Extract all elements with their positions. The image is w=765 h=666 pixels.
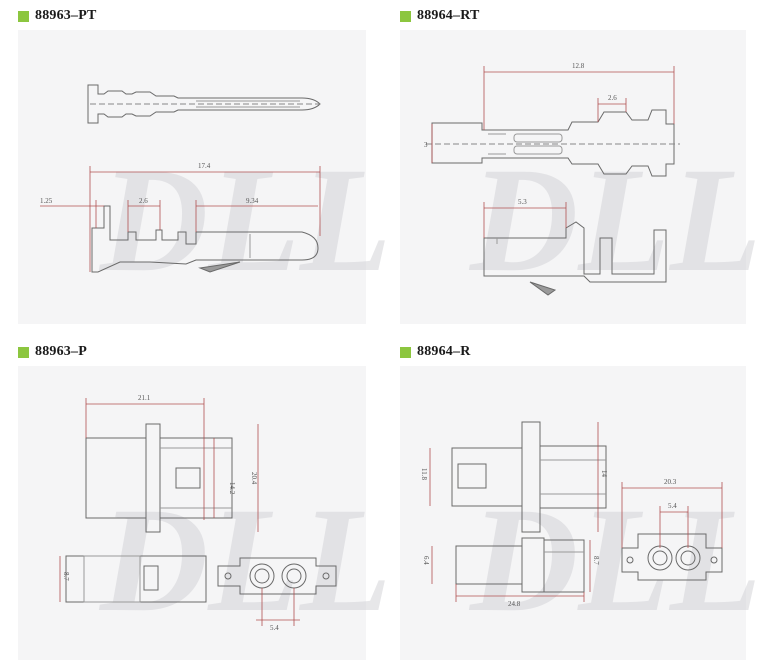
dim-label: 2.6: [139, 197, 148, 205]
bullet-icon: [400, 346, 411, 358]
receptacle-housing-side-view: [455, 537, 585, 593]
dim-label: 8.7: [62, 572, 70, 581]
dim-label: 2.6: [608, 94, 617, 102]
dim-label: 8.7: [592, 556, 600, 565]
part-number-label: 88963–PT: [35, 8, 97, 23]
socket-side-view: [483, 221, 667, 296]
plug-housing-top-view: [85, 423, 233, 533]
panel-title-88963-pt: 88963–PT: [18, 8, 97, 24]
dim-label: 11.8: [420, 468, 428, 480]
part-number-label: 88964–RT: [417, 8, 480, 23]
dim-label: 14: [600, 470, 608, 478]
dim-label: 6.4: [422, 556, 430, 565]
dim-label: 12.8: [572, 62, 585, 70]
dim-label: 1.25: [40, 197, 53, 205]
dim-label: 5.3: [518, 198, 527, 206]
socket-top-view: [426, 109, 680, 177]
dim-label: 9.34: [246, 197, 259, 205]
dim-label: 14.2: [228, 482, 236, 495]
bullet-icon: [400, 10, 411, 22]
dim-label: 24.8: [508, 600, 521, 608]
watermark: DLL: [468, 137, 762, 303]
bullet-icon: [18, 346, 29, 358]
plug-housing-side-view: [65, 555, 207, 603]
dimension-lines: [40, 66, 723, 626]
dim-label: 20.4: [250, 472, 258, 485]
panel-title-88963-p: 88963–P: [18, 344, 87, 360]
dim-label: 3: [424, 141, 428, 149]
panel-title-88964-r: 88964–R: [400, 344, 471, 360]
dim-label: 17.4: [198, 162, 211, 170]
part-number-label: 88964–R: [417, 344, 471, 359]
bullet-icon: [18, 10, 29, 22]
panel-title-88964-rt: 88964–RT: [400, 8, 480, 24]
dim-label: 21.1: [138, 394, 151, 402]
dim-label: 5.4: [270, 624, 279, 632]
dim-label: 5.4: [668, 502, 677, 510]
dim-label: 20.3: [664, 478, 677, 486]
pin-top-view: [87, 84, 321, 124]
watermark: DLL: [98, 477, 392, 643]
receptacle-housing-top-view: [451, 421, 607, 533]
panel-88963-pt: [18, 30, 366, 324]
panel-88964-rt: [400, 30, 746, 324]
panel-88963-p: [18, 366, 366, 660]
receptacle-housing-face-view: [621, 533, 723, 581]
watermark: DLL: [98, 137, 392, 303]
part-number-label: 88963–P: [35, 344, 87, 359]
pin-side-view: [91, 205, 319, 273]
watermark: DLL: [468, 477, 762, 643]
